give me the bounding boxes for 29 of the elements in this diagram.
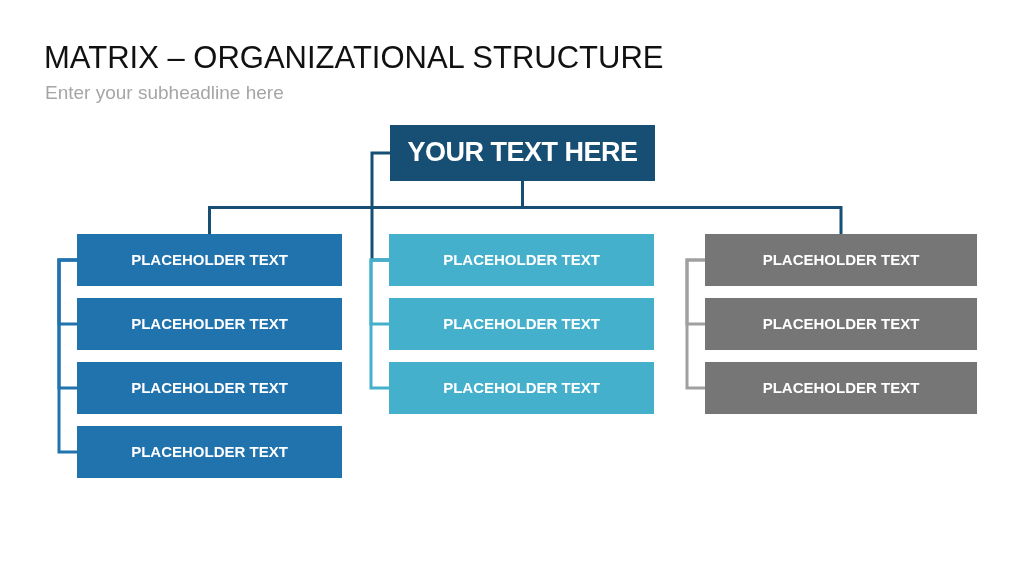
org-box (389, 362, 654, 414)
box-label: PLACEHOLDER TEXT (761, 251, 921, 269)
subheadline: Enter your subheadline here (45, 82, 284, 105)
box-label: PLACEHOLDER TEXT (442, 251, 601, 269)
connector-line (370, 151, 390, 262)
box-label: PLACEHOLDER TEXT (442, 315, 601, 333)
org-box (705, 298, 977, 350)
org-box (389, 234, 654, 286)
box-label: PLACEHOLDER TEXT (130, 251, 289, 269)
top-level-box (390, 125, 655, 181)
org-box (77, 362, 342, 414)
org-box (389, 298, 654, 350)
org-box (77, 234, 342, 286)
org-box (705, 234, 977, 286)
box-label: PLACEHOLDER TEXT (130, 315, 289, 333)
connector-line (369, 258, 389, 390)
box-label: YOUR TEXT HERE (406, 137, 639, 169)
connector-line (521, 181, 843, 234)
connector-line (685, 258, 705, 390)
org-box (77, 298, 342, 350)
box-label: PLACEHOLDER TEXT (130, 443, 289, 461)
box-label: PLACEHOLDER TEXT (130, 379, 289, 397)
box-label: PLACEHOLDER TEXT (442, 379, 601, 397)
box-label: PLACEHOLDER TEXT (761, 379, 921, 397)
org-box (77, 426, 342, 478)
box-label: PLACEHOLDER TEXT (761, 315, 921, 333)
slide-title: MATRIX – ORGANIZATIONAL STRUCTURE (44, 40, 664, 76)
org-box (705, 362, 977, 414)
connector-line (57, 258, 77, 454)
